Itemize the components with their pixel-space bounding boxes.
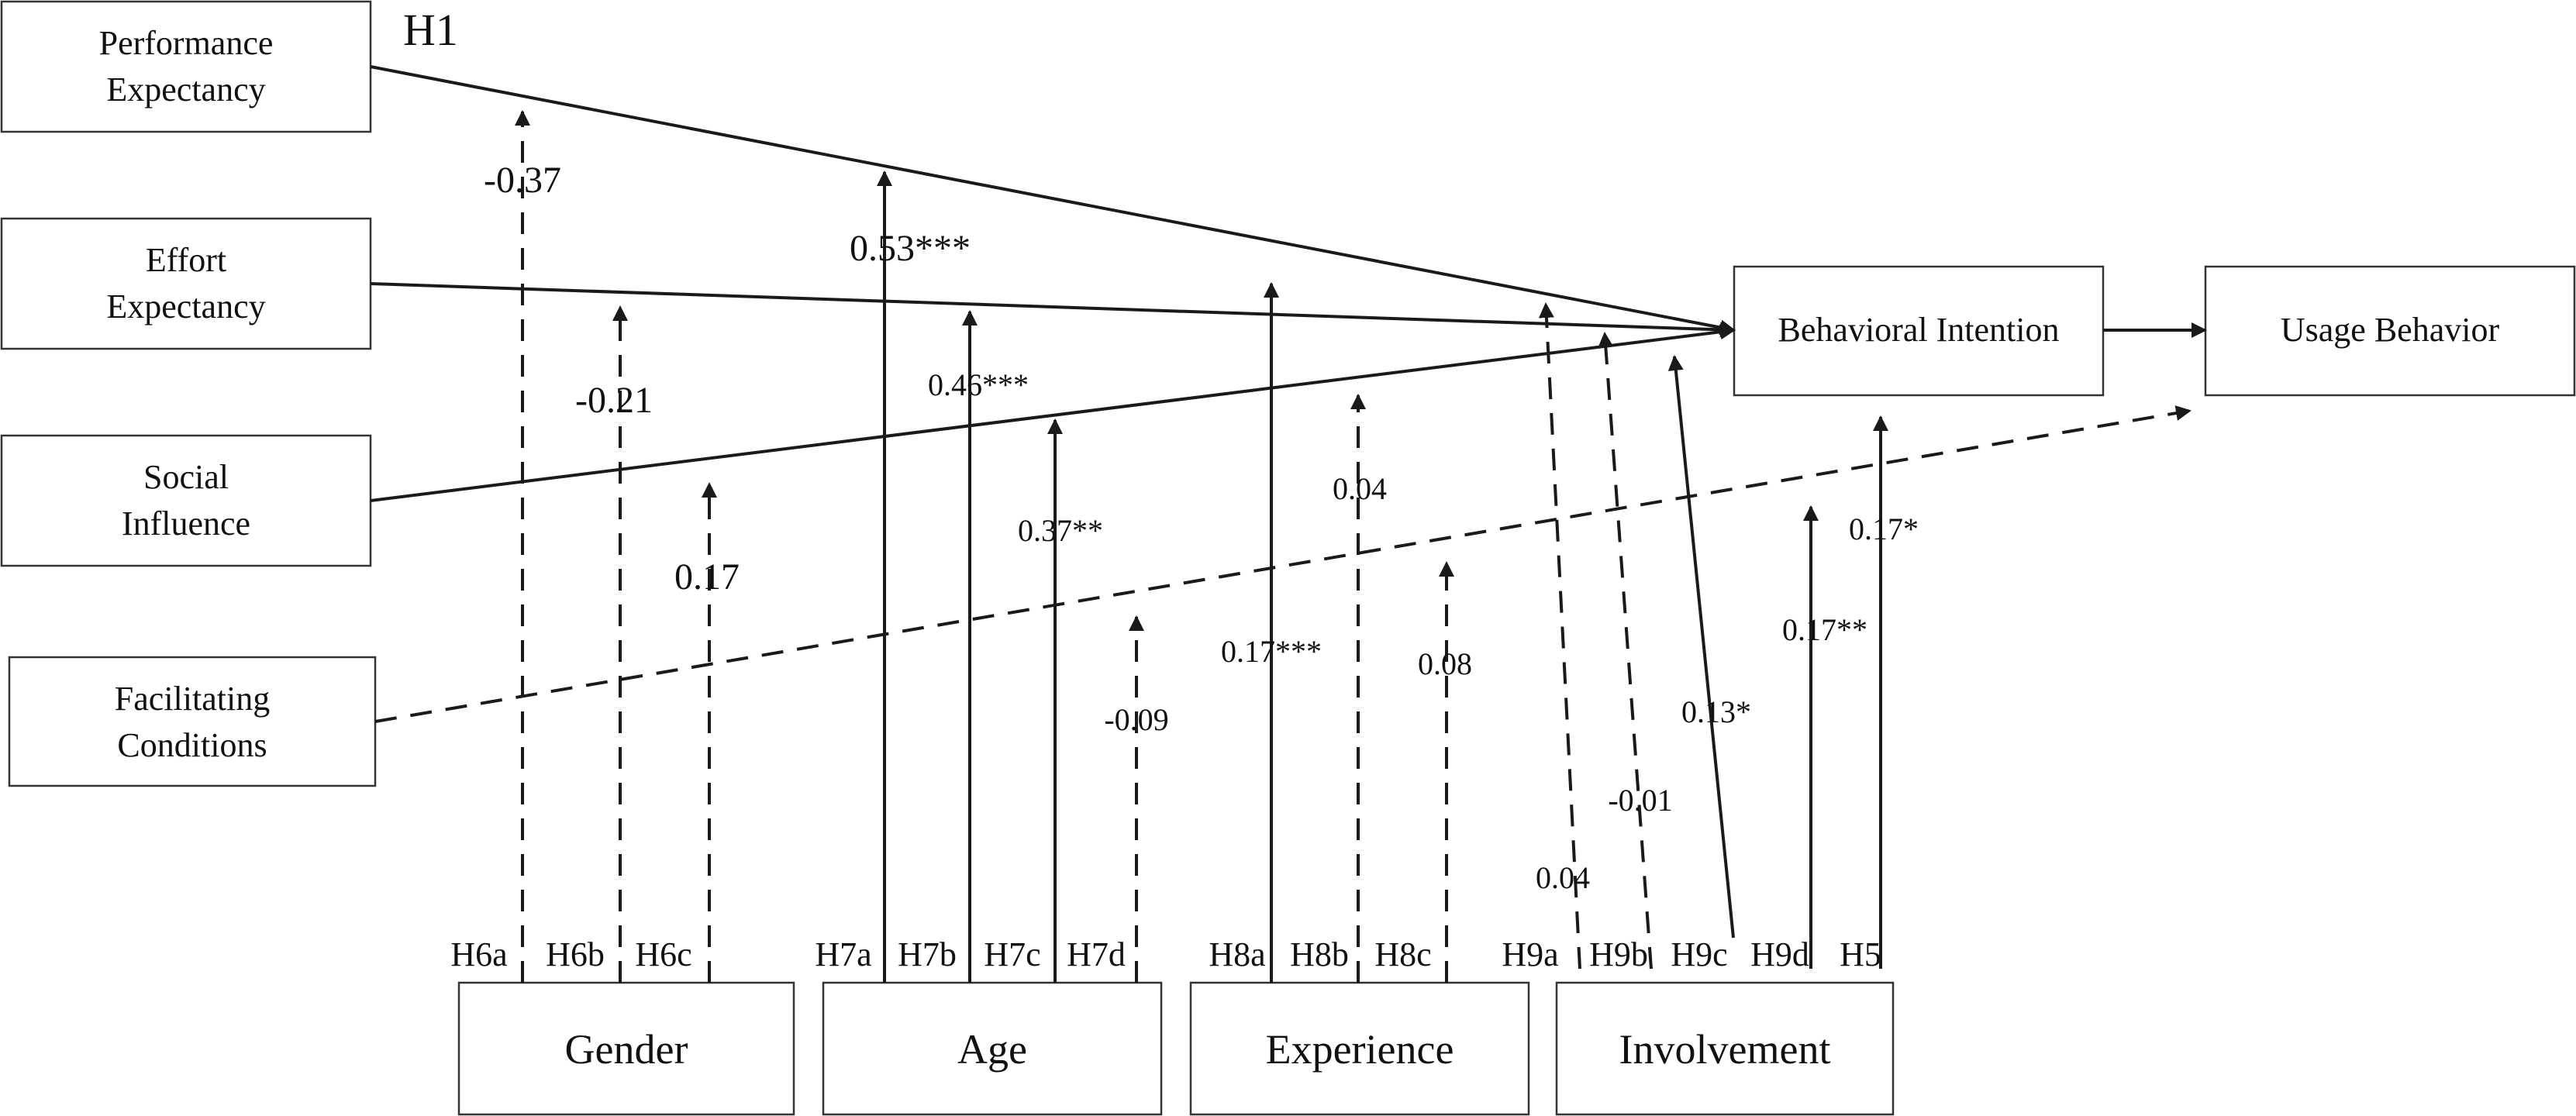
coefficient-h6a: -0.37 <box>484 160 561 201</box>
hypothesis-h7d: H7d <box>1067 935 1126 973</box>
experience-box: Experience <box>1189 981 1530 1116</box>
social-influence-box: Social Influence <box>0 434 372 567</box>
coefficient-h7a: 0.53*** <box>850 228 971 269</box>
social-influence-line2: Influence <box>122 505 250 542</box>
age-box: Age <box>822 981 1163 1116</box>
coefficient-h9c: 0.13* <box>1681 694 1751 729</box>
coefficient-h7b: 0.46*** <box>928 367 1029 402</box>
social-influence-line1: Social <box>143 458 229 496</box>
behavioral-intention-box: Behavioral Intention <box>1733 265 2105 397</box>
hypothesis-h9a: H9a <box>1502 935 1558 973</box>
moderator-arrow-h9b <box>1598 332 1653 970</box>
hypothesis-h6a: H6a <box>450 935 507 973</box>
usage-behavior-box: Usage Behavior <box>2204 265 2576 397</box>
usage-behavior-label: Usage Behavior <box>2281 311 2500 349</box>
facilitating-conditions-box: Facilitating Conditions <box>8 656 377 787</box>
involvement-box: Involvement <box>1555 981 1895 1116</box>
experience-label: Experience <box>1266 1026 1454 1073</box>
age-label: Age <box>957 1026 1027 1073</box>
hypothesis-h8c: H8c <box>1374 935 1431 973</box>
path-performance-to-intention <box>370 65 1736 336</box>
behavioral-intention-label: Behavioral Intention <box>1778 311 2060 349</box>
performance-expectancy-box: Performance Expectancy <box>0 0 372 133</box>
effort-expectancy-box: Effort Expectancy <box>0 217 372 350</box>
moderator-arrow-h9c <box>1667 355 1735 939</box>
coefficient-h5: 0.17* <box>1849 512 1919 546</box>
coefficient-h9a: 0.04 <box>1536 860 1590 895</box>
path-social-to-intention <box>370 324 1736 502</box>
hypothesis-h9b: H9b <box>1589 935 1648 973</box>
gender-label: Gender <box>565 1026 688 1073</box>
path-effort-to-intention <box>370 282 1736 338</box>
moderator-arrow-h9a <box>1538 302 1581 970</box>
hypothesis-h7a: H7a <box>815 935 871 973</box>
coefficient-h8c: 0.08 <box>1418 646 1472 681</box>
involvement-label: Involvement <box>1619 1026 1831 1073</box>
hypothesis-h6c: H6c <box>635 935 691 973</box>
hypothesis-h8b: H8b <box>1290 935 1349 973</box>
coefficient-h7d: -0.09 <box>1104 702 1168 737</box>
coefficient-h7c: 0.37** <box>1018 513 1103 548</box>
coefficient-h8a: 0.17*** <box>1221 634 1322 669</box>
performance-expectancy-line1: Performance <box>99 24 274 62</box>
effort-expectancy-line1: Effort <box>146 241 226 279</box>
hypothesis-h5: H5 <box>1840 935 1881 973</box>
hypothesis-h9c: H9c <box>1671 935 1727 973</box>
hypothesis-h7b: H7b <box>898 935 957 973</box>
effort-expectancy-line2: Expectancy <box>106 288 265 326</box>
path-facilitating-to-usage <box>374 405 2191 723</box>
hypothesis-h9d: H9d <box>1750 935 1809 973</box>
coefficient-h9d: 0.17** <box>1782 612 1867 647</box>
coefficient-h6c: 0.17 <box>674 556 740 598</box>
hypothesis-h7c: H7c <box>984 935 1040 973</box>
coefficient-h6b: -0.21 <box>575 380 653 421</box>
hypothesis-h1-label: H1 <box>403 5 458 55</box>
coefficient-h8b: 0.04 <box>1333 471 1387 506</box>
facilitating-conditions-line2: Conditions <box>117 726 267 764</box>
hypothesis-h6b: H6b <box>546 935 605 973</box>
coefficient-h9b: -0.01 <box>1608 783 1672 818</box>
performance-expectancy-line2: Expectancy <box>106 71 265 108</box>
facilitating-conditions-line1: Facilitating <box>115 680 270 718</box>
gender-box: Gender <box>457 981 795 1116</box>
hypothesis-h8a: H8a <box>1209 935 1265 973</box>
